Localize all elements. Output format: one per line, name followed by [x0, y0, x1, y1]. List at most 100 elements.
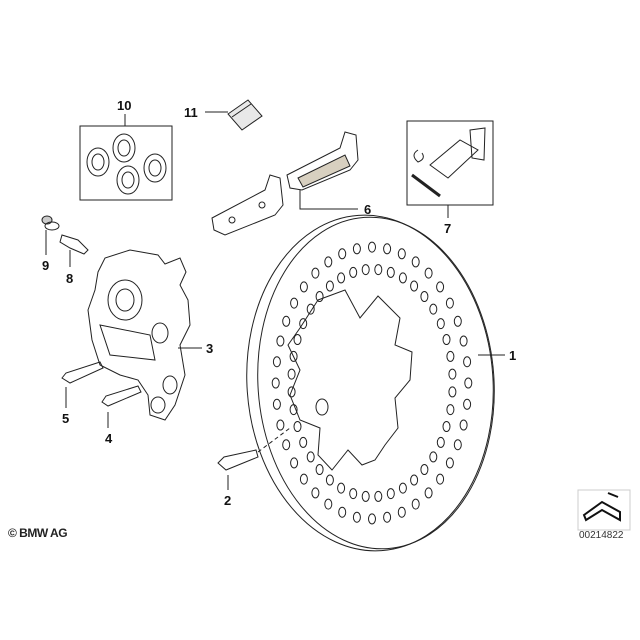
disc-hole [272, 398, 281, 410]
disc-hole [410, 280, 419, 292]
callout-2: 2 [224, 493, 232, 508]
disc-hole [374, 490, 383, 502]
disc-hole [289, 350, 298, 362]
disc-hole [325, 280, 334, 292]
disc-hole [315, 291, 324, 302]
disc-hole [411, 498, 420, 510]
disc-hole [299, 281, 308, 293]
disc-hole [459, 335, 468, 347]
seal-kit-box [79, 114, 173, 201]
disc-hole [442, 334, 451, 345]
disc-hole [436, 436, 445, 448]
callout-10: 10 [117, 98, 132, 113]
disc-hole [445, 457, 454, 469]
disc-hole [306, 451, 315, 463]
disc-hole [276, 419, 285, 431]
disc-hole [429, 303, 438, 315]
pad-spring-kit-box [406, 120, 494, 218]
disc-hole [386, 488, 395, 500]
callout-11: 11 [184, 105, 198, 120]
disc-hole [463, 356, 472, 368]
disc-hole [287, 368, 296, 380]
disc-hole [324, 256, 333, 268]
disc-hole [453, 315, 462, 327]
disc-hole [436, 318, 445, 330]
disc-hole [325, 474, 334, 486]
disc-hole [306, 303, 315, 315]
disc-hole [287, 386, 296, 398]
disc-hole [290, 297, 299, 309]
brake-disc [246, 214, 505, 552]
disc-hole [338, 248, 347, 260]
disc-hole [383, 243, 392, 255]
disc-hole [397, 248, 406, 260]
disc-hole [424, 267, 433, 279]
disc-hole [436, 473, 445, 485]
disc-hole [463, 398, 472, 410]
callout-1: 1 [509, 348, 517, 363]
disc-hole [289, 404, 298, 416]
disc-hole [293, 334, 302, 345]
disc-hole [398, 482, 407, 494]
arrow-icon [577, 489, 631, 531]
brake-caliper [87, 249, 202, 421]
disc-hole [349, 488, 358, 500]
disc-hole [361, 264, 370, 276]
disc-hole [442, 421, 451, 432]
callout-7: 7 [444, 221, 452, 236]
disc-hole [398, 272, 407, 284]
disc-hole [338, 506, 347, 518]
disc-hole [315, 464, 324, 475]
disc-hole [299, 436, 308, 448]
disc-hole [448, 386, 457, 398]
disc-hole [436, 281, 445, 293]
disc-hole [448, 368, 457, 380]
disc-hole [424, 487, 433, 499]
disc-hole [276, 335, 285, 347]
disc-hole [374, 264, 383, 276]
bolts [61, 361, 291, 490]
bleed-screw-parts [41, 215, 89, 267]
callout-8: 8 [66, 271, 74, 286]
disc-hole [337, 482, 346, 494]
copyright-text: © BMW AG [8, 526, 68, 540]
callout-5: 5 [62, 411, 70, 426]
disc-hole [420, 464, 429, 475]
disc-hole [410, 474, 419, 486]
disc-hole [411, 256, 420, 268]
disc-hole [368, 513, 376, 525]
disc-hole [429, 451, 438, 463]
disc-hole [299, 473, 308, 485]
disc-hole [420, 291, 429, 302]
callout-4: 4 [105, 431, 113, 446]
disc-hole [324, 498, 333, 510]
brake-pads [211, 131, 359, 236]
grease-packet [205, 99, 263, 131]
callout-3: 3 [206, 341, 214, 356]
disc-hole [368, 241, 376, 253]
callout-6: 6 [364, 202, 372, 217]
disc-hole [299, 318, 308, 330]
reference-number: 00214822 [579, 530, 624, 541]
disc-hole [352, 511, 361, 523]
disc-hole [446, 350, 455, 362]
disc-hole [311, 487, 320, 499]
disc-hole [383, 511, 392, 523]
disc-hole [272, 356, 281, 368]
callout-9: 9 [42, 258, 50, 273]
disc-hole [397, 506, 406, 518]
disc-hole [459, 419, 468, 431]
disc-hole [445, 297, 454, 309]
disc-hole [349, 266, 358, 278]
disc-hole [386, 266, 395, 278]
disc-hole [337, 272, 346, 284]
disc-hole [464, 377, 473, 389]
disc-hole [271, 377, 280, 389]
disc-hole [282, 439, 291, 451]
disc-hole [311, 267, 320, 279]
disc-hole [352, 243, 361, 255]
disc-hole [453, 439, 462, 451]
disc-hole [293, 421, 302, 432]
